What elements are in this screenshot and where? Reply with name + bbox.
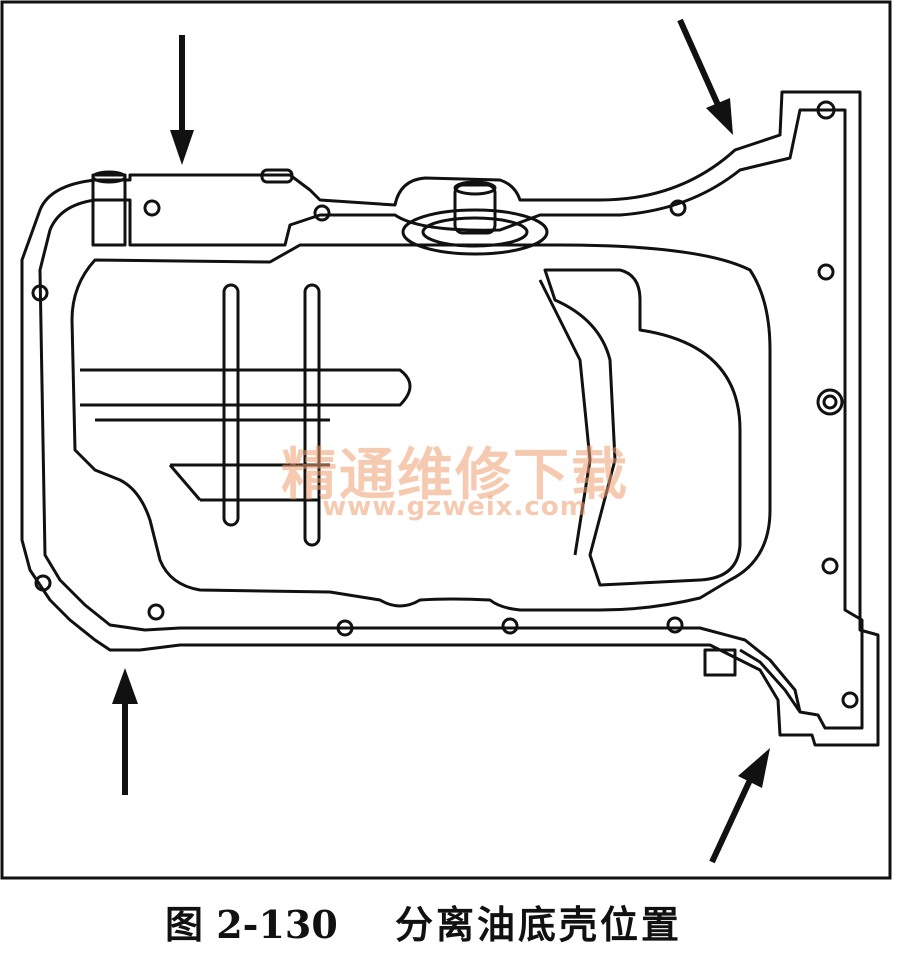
bolt-hole xyxy=(501,617,519,635)
arrow-top-right xyxy=(677,18,733,135)
figure-number: 图 2-130 xyxy=(165,902,338,947)
bolt-hole xyxy=(31,284,49,302)
bolt-holes xyxy=(31,100,859,709)
bolt-hole xyxy=(666,616,684,634)
arrow-bottom-left xyxy=(112,668,138,795)
pointer-arrows xyxy=(112,18,770,864)
bolt-hole xyxy=(816,100,836,120)
bolt-hole xyxy=(841,691,859,709)
oil-pan-outline xyxy=(20,90,880,747)
bolt-hole xyxy=(143,199,161,217)
arrow-bottom-right xyxy=(709,748,770,864)
figure-border xyxy=(0,0,892,880)
bolt-hole xyxy=(147,603,165,621)
arrow-top-left xyxy=(170,35,194,165)
bolt-hole xyxy=(313,204,331,222)
bolt-hole xyxy=(34,574,52,592)
figure-title: 分离油底壳位置 xyxy=(395,902,683,947)
figure-caption: 图 2-130 分离油底壳位置 xyxy=(0,888,900,948)
bolt-hole xyxy=(817,263,835,281)
oil-pan-diagram xyxy=(0,0,892,880)
bolt-hole xyxy=(821,557,839,575)
bolt-hole xyxy=(336,619,354,637)
bolt-hole xyxy=(816,388,844,416)
bolt-hole xyxy=(822,394,838,410)
figure-frame: 精通维修下载 www.gzweix.com xyxy=(0,0,892,880)
bolt-hole xyxy=(669,199,687,217)
